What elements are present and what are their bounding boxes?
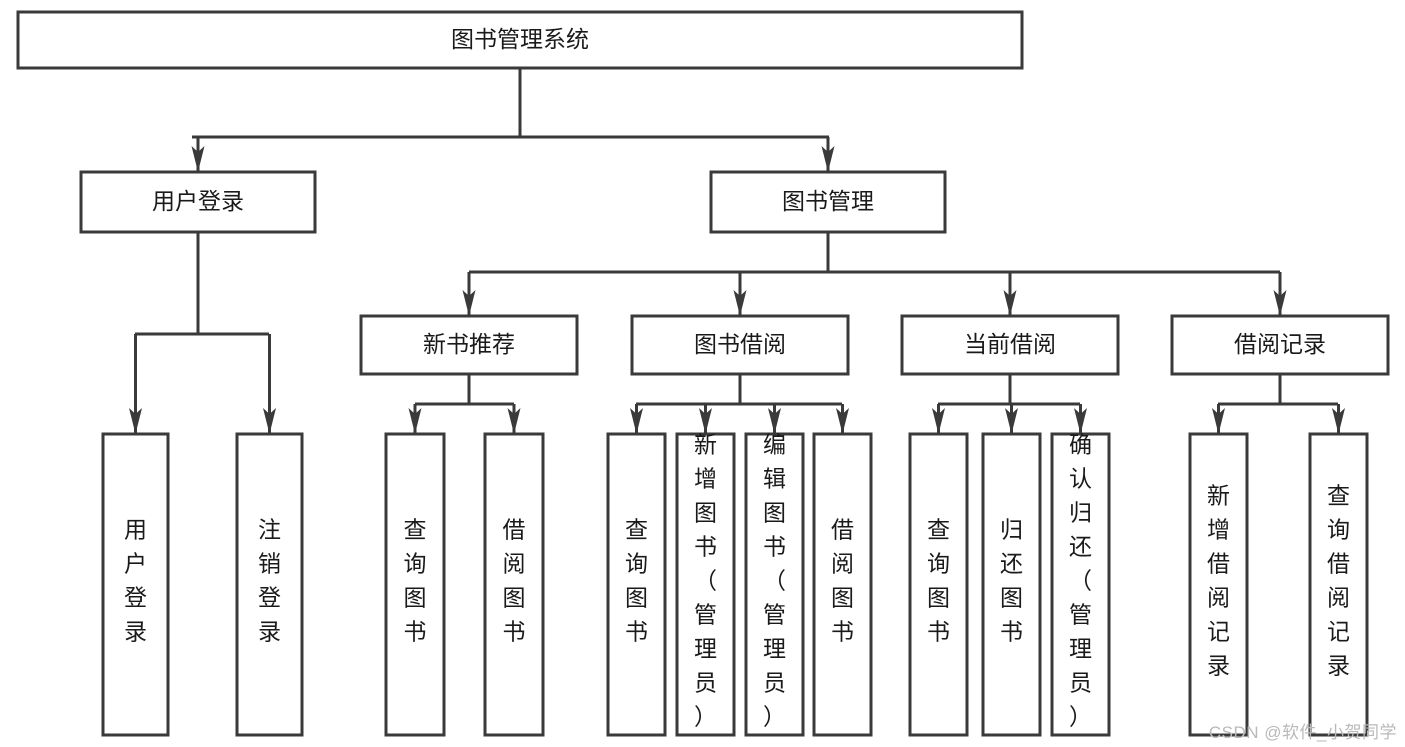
- node-借阅记录-l3[interactable]: 借阅记录: [1170, 314, 1390, 376]
- node-label: 查询图书: [404, 517, 427, 645]
- node-图书管理-l2[interactable]: 图书管理: [709, 170, 947, 234]
- node-box[interactable]: [630, 314, 850, 376]
- arrow-head-icon: [1332, 408, 1345, 434]
- node-box[interactable]: [359, 314, 579, 376]
- node-查询图书-l4[interactable]: 查询图书: [384, 432, 446, 737]
- node-label: 借阅图书: [503, 517, 526, 645]
- node-label: 用户登录: [124, 517, 147, 645]
- arrow-head-icon: [733, 290, 747, 316]
- node-box[interactable]: [900, 314, 1120, 376]
- node-box[interactable]: [744, 432, 805, 737]
- node-label: 新增借阅记录: [1207, 483, 1230, 679]
- node-box[interactable]: [235, 432, 304, 737]
- node-box[interactable]: [16, 10, 1024, 70]
- node-label: 图书借阅: [694, 331, 786, 357]
- node-box[interactable]: [384, 432, 446, 737]
- node-图书管理系统-root[interactable]: 图书管理系统: [16, 10, 1024, 70]
- node-label: 归还图书: [1000, 517, 1023, 645]
- node-box[interactable]: [1308, 432, 1369, 737]
- arrow-head-icon: [699, 408, 712, 434]
- arrow-head-icon: [1005, 408, 1018, 434]
- arrow-head-icon: [1074, 408, 1087, 434]
- arrow-head-icon: [768, 408, 781, 434]
- arrow-head-icon: [630, 408, 643, 434]
- node-当前借阅-l3[interactable]: 当前借阅: [900, 314, 1120, 376]
- node-box[interactable]: [981, 432, 1042, 737]
- node-新书推荐-l3[interactable]: 新书推荐: [359, 314, 579, 376]
- node-box[interactable]: [812, 432, 873, 737]
- node-查询图书-l4[interactable]: 查询图书: [908, 432, 969, 737]
- node-label: 查询借阅记录: [1327, 483, 1350, 679]
- node-layer: 图书管理系统用户登录用户登录注销登录图书管理新书推荐查询图书借阅图书图书借阅查询…: [16, 10, 1390, 737]
- node-label: 用户登录: [152, 188, 244, 214]
- node-归还图书-l4[interactable]: 归还图书: [981, 432, 1042, 737]
- arrow-head-icon: [462, 290, 476, 316]
- node-label: 查询图书: [927, 517, 950, 645]
- node-确认归还管理员-l4[interactable]: 确认归还（管理员）: [1050, 432, 1111, 737]
- arrow-head-icon: [1212, 408, 1225, 434]
- node-label: 新书推荐: [423, 331, 515, 357]
- node-box[interactable]: [101, 432, 170, 737]
- node-box[interactable]: [483, 432, 545, 737]
- node-用户登录-l2[interactable]: 用户登录: [79, 170, 317, 234]
- node-新增图书管理员-l4[interactable]: 新增图书（管理员）: [675, 432, 736, 737]
- node-图书借阅-l3[interactable]: 图书借阅: [630, 314, 850, 376]
- arrow-head-icon: [191, 146, 205, 172]
- connector-layer: [129, 68, 1345, 434]
- node-label: 当前借阅: [964, 331, 1056, 357]
- node-label: 确认归还（管理员）: [1069, 432, 1092, 730]
- node-新增借阅记录-l4[interactable]: 新增借阅记录: [1188, 432, 1249, 737]
- arrow-head-icon: [263, 408, 276, 434]
- node-box[interactable]: [709, 170, 947, 234]
- node-box[interactable]: [606, 432, 667, 737]
- arrow-head-icon: [1273, 290, 1287, 316]
- node-借阅图书-l4[interactable]: 借阅图书: [483, 432, 545, 737]
- node-用户登录-l3[interactable]: 用户登录: [101, 432, 170, 737]
- arrow-head-icon: [408, 408, 422, 434]
- node-查询图书-l4[interactable]: 查询图书: [606, 432, 667, 737]
- node-label: 查询图书: [625, 517, 648, 645]
- node-box[interactable]: [1188, 432, 1249, 737]
- node-注销登录-l3[interactable]: 注销登录: [235, 432, 304, 737]
- node-编辑图书管理员-l4[interactable]: 编辑图书（管理员）: [744, 432, 805, 737]
- arrow-head-icon: [129, 408, 142, 434]
- node-label: 图书管理: [782, 188, 874, 214]
- node-label: 借阅记录: [1234, 331, 1326, 357]
- arrow-head-icon: [836, 408, 849, 434]
- node-label: 编辑图书（管理员）: [763, 432, 786, 730]
- node-box[interactable]: [1050, 432, 1111, 737]
- node-box[interactable]: [908, 432, 969, 737]
- arrow-head-icon: [821, 146, 835, 172]
- arrow-head-icon: [1003, 290, 1017, 316]
- arrow-head-icon: [507, 408, 521, 434]
- node-label: 图书管理系统: [451, 26, 589, 52]
- watermark-label: CSDN @软件_小贺同学: [1208, 723, 1397, 742]
- arrow-head-icon: [932, 408, 945, 434]
- node-label: 新增图书（管理员）: [694, 432, 717, 730]
- node-box[interactable]: [675, 432, 736, 737]
- node-label: 借阅图书: [831, 517, 854, 645]
- node-box[interactable]: [79, 170, 317, 234]
- node-借阅图书-l4[interactable]: 借阅图书: [812, 432, 873, 737]
- node-box[interactable]: [1170, 314, 1390, 376]
- node-label: 注销登录: [258, 517, 281, 645]
- node-查询借阅记录-l4[interactable]: 查询借阅记录: [1308, 432, 1369, 737]
